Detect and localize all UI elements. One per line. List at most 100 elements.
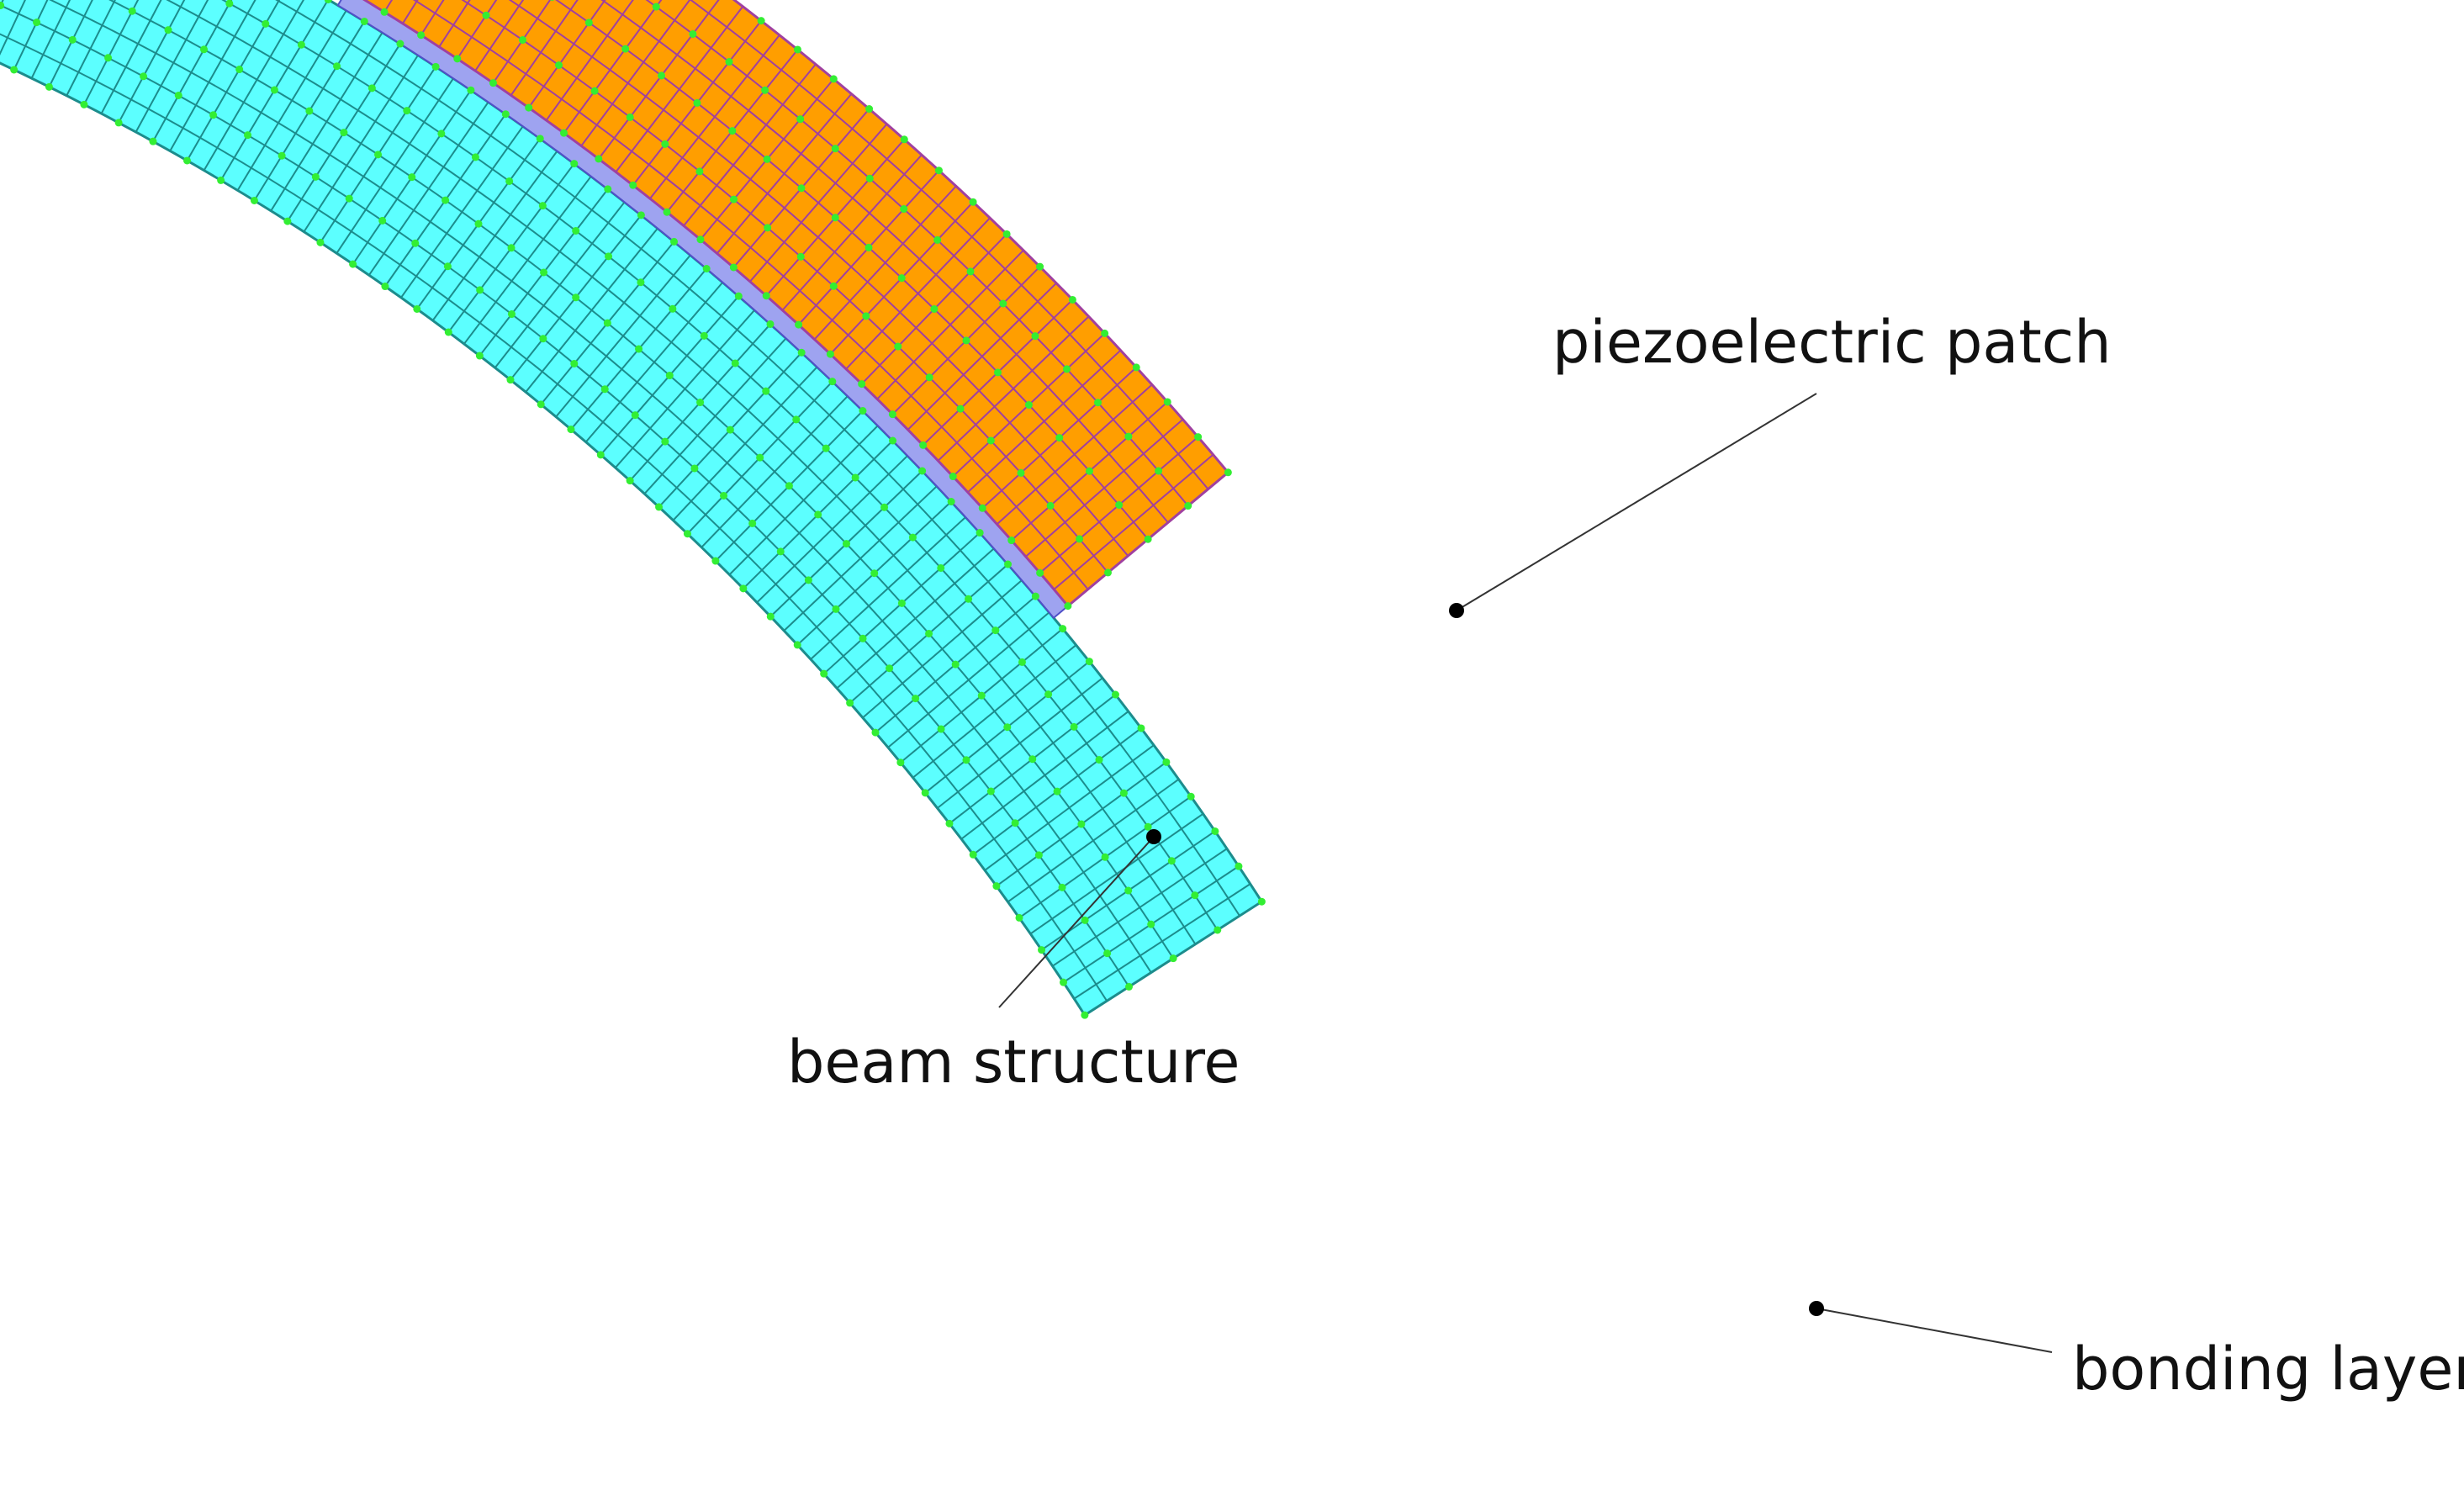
beam-node xyxy=(670,237,679,246)
piezo-node xyxy=(897,274,906,283)
piezo-node xyxy=(1194,433,1203,441)
beam-node xyxy=(880,503,889,511)
beam-node xyxy=(921,789,929,797)
beam-node xyxy=(766,320,775,328)
beam-node xyxy=(976,529,984,537)
beam-node xyxy=(1011,819,1019,827)
beam-node xyxy=(683,530,691,538)
beam-grid-radial xyxy=(1073,883,1251,1000)
beam-node xyxy=(912,695,920,703)
piezo-node xyxy=(796,115,805,124)
piezo-node xyxy=(1144,535,1152,543)
beam-node xyxy=(776,547,785,556)
beam-node xyxy=(726,426,734,434)
piezo-node xyxy=(730,195,738,204)
beam-node xyxy=(700,331,708,340)
beam-node xyxy=(1081,916,1089,924)
piezo-node xyxy=(626,113,634,121)
beam-node xyxy=(828,378,837,386)
beam-node xyxy=(10,66,19,74)
beam-node xyxy=(711,557,720,565)
beam-node xyxy=(739,584,748,593)
beam-grid-radial xyxy=(367,101,489,276)
beam-node xyxy=(475,352,484,360)
beam-node xyxy=(431,62,440,71)
piezo-node xyxy=(663,208,671,216)
beam-grid-radial xyxy=(48,0,93,87)
beam-node xyxy=(471,153,479,161)
piezo-node xyxy=(621,45,630,53)
piezo-node xyxy=(489,79,497,87)
beam-node xyxy=(1060,978,1068,986)
beam-structure-mesh xyxy=(0,0,1264,1018)
beam-node xyxy=(1211,827,1219,835)
beam-node xyxy=(925,629,933,637)
piezo-node xyxy=(865,105,874,114)
beam-node xyxy=(626,477,634,485)
beam-node xyxy=(411,239,420,247)
beam-node xyxy=(945,819,954,827)
piezo-grid-radial xyxy=(474,0,525,71)
beam-node xyxy=(897,599,906,607)
beam-node xyxy=(349,260,357,268)
piezo-node xyxy=(829,282,838,290)
piezo-node xyxy=(1055,434,1064,442)
piezo-node xyxy=(1064,602,1072,611)
beam-node xyxy=(1169,954,1177,963)
beam-node xyxy=(381,283,389,291)
piezo-node xyxy=(1132,363,1140,372)
beam-node xyxy=(324,0,332,3)
beam-node xyxy=(33,19,41,27)
piezo-node xyxy=(764,224,772,232)
beam-node xyxy=(570,359,579,367)
piezo-node xyxy=(696,235,705,244)
beam-node xyxy=(1125,982,1134,991)
piezo-node xyxy=(693,98,701,107)
beam-node xyxy=(720,491,728,500)
piezo-node xyxy=(1224,468,1232,477)
beam-node xyxy=(889,436,897,445)
piezo-grid-radial xyxy=(615,6,744,173)
beam-node xyxy=(669,304,677,313)
piezo-grid-radial xyxy=(749,123,888,283)
beam-grid-radial xyxy=(13,0,49,71)
piezo-node xyxy=(796,252,805,261)
beam-node xyxy=(539,335,547,343)
piezo-node xyxy=(1155,467,1163,475)
piezo-node xyxy=(865,243,873,251)
piezo-grid-radial xyxy=(967,349,1122,494)
beam-node xyxy=(600,385,609,394)
beam-node xyxy=(962,756,970,764)
beam-node xyxy=(1187,792,1195,801)
beam-node xyxy=(128,7,136,15)
piezo-node xyxy=(762,292,770,300)
beam-node xyxy=(1058,883,1066,891)
piezo-grid-radial xyxy=(937,315,1090,462)
beam-node xyxy=(505,177,514,185)
beam-grid-radial xyxy=(203,0,305,172)
beam-grid-radial xyxy=(810,516,966,660)
beam-node xyxy=(1257,897,1266,906)
piezo-node xyxy=(969,198,977,206)
beam-node xyxy=(604,185,612,193)
piezo-node xyxy=(380,8,389,16)
piezo-node xyxy=(888,410,896,419)
beam-grid-radial xyxy=(615,309,755,468)
beam-node xyxy=(1015,913,1023,922)
beam-grid-radial xyxy=(912,644,1077,779)
beam-node xyxy=(567,426,575,434)
beam-node xyxy=(822,444,830,452)
beam-grid-radial xyxy=(30,0,71,79)
piezo-grid-radial xyxy=(907,282,1057,431)
beam-node xyxy=(1095,756,1103,764)
beam-node xyxy=(631,411,639,420)
beam-grid-radial xyxy=(336,77,454,254)
beam-node xyxy=(442,196,450,204)
beam-node xyxy=(367,84,376,93)
piezo-node xyxy=(1115,500,1124,509)
beam-node xyxy=(965,595,973,603)
piezo-node xyxy=(1124,432,1133,441)
beam-node xyxy=(200,45,209,54)
piezo-grid-radial xyxy=(813,185,957,341)
